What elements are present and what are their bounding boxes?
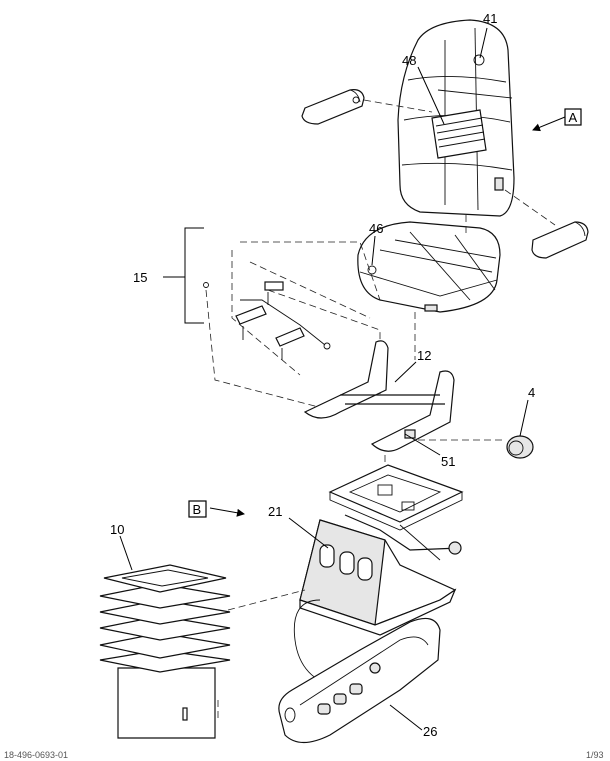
callout-12: 12: [417, 348, 431, 363]
callout-48: 48: [402, 53, 416, 68]
leader-41: [479, 27, 488, 59]
view-arrow-b: [209, 507, 245, 517]
leader-12: [394, 361, 417, 383]
leader-10: [119, 535, 133, 571]
side-cover: [278, 617, 441, 744]
drawing-date: 1/93: [586, 750, 604, 760]
callout-26: 26: [423, 724, 437, 739]
callout-41: 41: [483, 11, 497, 26]
drawing-number: 18-496-0693-01: [4, 750, 68, 760]
seat-cushion: [357, 221, 501, 313]
callout-51: 51: [441, 454, 455, 469]
right-armrest: [531, 221, 589, 259]
leader-21: [288, 517, 329, 549]
callout-46: 46: [369, 221, 383, 236]
callout-21: 21: [268, 504, 282, 519]
adjustment-knob: [506, 435, 534, 459]
view-arrow-a: [532, 116, 566, 132]
leader-4: [519, 399, 529, 437]
leader-48: [417, 66, 445, 125]
seat-frame: [303, 340, 455, 452]
view-label-b: B: [193, 502, 202, 517]
group-15-bracket: [163, 227, 204, 324]
callout-10: 10: [110, 522, 124, 537]
view-b-box: [188, 500, 207, 518]
seat-back: [397, 19, 515, 217]
left-armrest: [301, 89, 365, 125]
suspension-assembly: [299, 464, 464, 636]
leader-26: [389, 704, 423, 731]
leader-51: [404, 433, 441, 456]
cable-hardware: [203, 281, 331, 360]
callout-4: 4: [528, 385, 535, 400]
view-a-box: [564, 108, 582, 126]
view-label-a: A: [569, 110, 578, 125]
bellows-boot: [99, 564, 231, 739]
leader-46: [371, 235, 376, 266]
callout-15: 15: [133, 270, 147, 285]
